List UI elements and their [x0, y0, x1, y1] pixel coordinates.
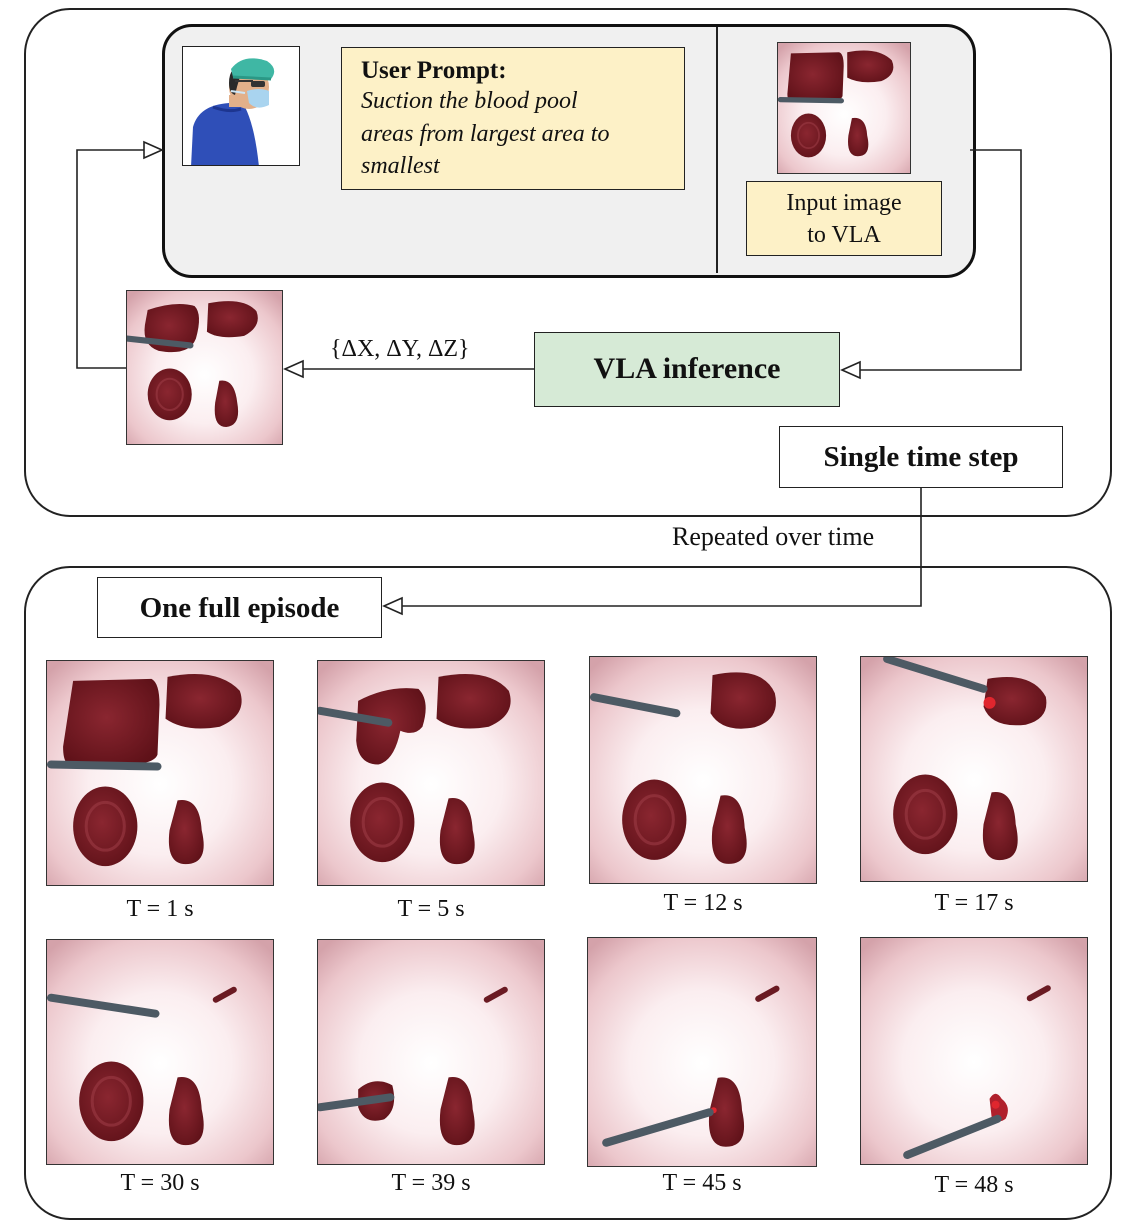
episode-frame-6	[317, 939, 545, 1165]
episode-frame-6-time: T = 39 s	[391, 1170, 471, 1196]
episode-frame-5	[46, 939, 274, 1165]
input-image-label-box: Input image to VLA	[746, 181, 942, 256]
episode-frame-3-time: T = 12 s	[663, 890, 743, 916]
repeated-over-time-label: Repeated over time	[672, 522, 875, 551]
episode-frame-3	[589, 656, 817, 884]
episode-frame-7-time: T = 45 s	[662, 1170, 742, 1196]
input-image-thumbnail	[777, 42, 911, 174]
single-time-step-box: Single time step	[779, 426, 1063, 488]
episode-frame-7	[587, 937, 817, 1167]
single-time-step-label: Single time step	[823, 441, 1019, 473]
user-prompt-title: User Prompt:	[361, 57, 507, 84]
one-full-episode-box: One full episode	[97, 577, 382, 638]
episode-frame-8-time: T = 48 s	[934, 1172, 1014, 1198]
user-prompt-line-2: areas from largest area to	[361, 121, 610, 147]
delta-action-label: {ΔX, ΔY, ΔZ}	[330, 336, 470, 362]
episode-frame-2	[317, 660, 545, 886]
user-prompt-line-3: smallest	[361, 153, 440, 179]
user-prompt-box: User Prompt: Suction the blood pool area…	[341, 47, 685, 190]
prompt-container-divider	[716, 27, 718, 273]
episode-frame-1-time: T = 1 s	[126, 896, 194, 922]
episode-frame-2-time: T = 5 s	[397, 896, 465, 922]
input-image-label-line-1: Input image	[786, 190, 902, 216]
episode-frame-5-time: T = 30 s	[120, 1170, 200, 1196]
current-scene-image	[126, 290, 283, 445]
vla-inference-box: VLA inference	[534, 332, 840, 407]
episode-frame-1	[46, 660, 274, 886]
vla-inference-label: VLA inference	[593, 352, 781, 385]
surgeon-icon	[183, 47, 299, 165]
episode-frame-8	[860, 937, 1088, 1165]
one-full-episode-label: One full episode	[139, 592, 340, 624]
episode-frame-4	[860, 656, 1088, 882]
episode-frame-4-time: T = 17 s	[934, 890, 1014, 916]
input-image-label-line-2: to VLA	[807, 222, 881, 248]
surgeon-image	[182, 46, 300, 166]
user-prompt-line-1: Suction the blood pool	[361, 88, 578, 114]
